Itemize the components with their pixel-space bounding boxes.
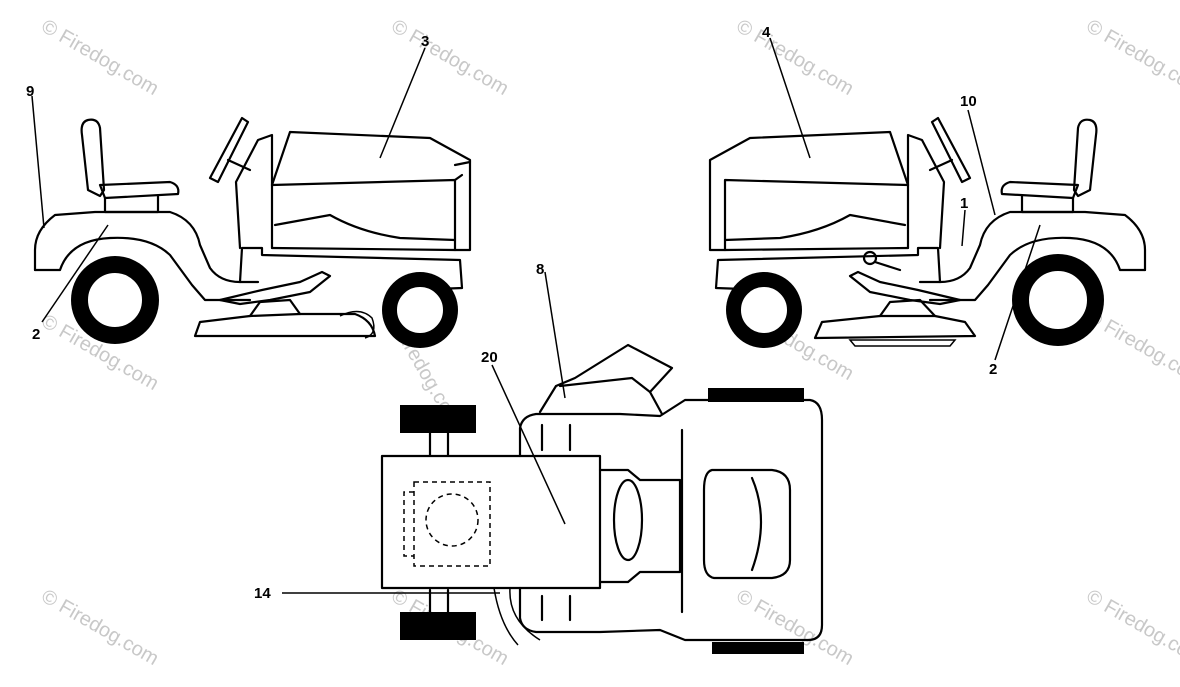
rear-fender [33, 210, 260, 284]
frame [714, 246, 942, 292]
lever [873, 260, 902, 272]
leader-2-right [994, 224, 1041, 361]
discharge-chute [538, 343, 674, 416]
deck-skirt [848, 339, 957, 347]
watermark: © Firedog.com [1083, 15, 1180, 100]
mower-deck [813, 314, 977, 340]
body-front [518, 398, 824, 642]
hood-side [270, 178, 457, 252]
leader-10 [967, 109, 996, 216]
deck-chute [339, 310, 375, 339]
leader-4 [769, 37, 811, 159]
callout-3: 3 [421, 33, 429, 50]
watermark: © Firedog.com [38, 585, 163, 670]
seat-back [1072, 118, 1098, 198]
callout-4: 4 [762, 24, 771, 41]
watermark: © Firedog.com [733, 15, 858, 100]
top-view [380, 343, 824, 654]
deck-top [248, 298, 302, 318]
cable [493, 587, 541, 646]
callout-2-right: 2 [989, 361, 997, 378]
callout-10: 10 [960, 93, 977, 110]
engine-outline [413, 481, 491, 567]
callout-14: 14 [254, 585, 271, 602]
seat-back [80, 118, 106, 198]
steering-shaft [928, 158, 954, 172]
footrest [218, 270, 332, 306]
seat-top [702, 468, 792, 580]
hood-top [708, 130, 910, 252]
steering-shaft [226, 158, 252, 172]
rear-right-tire [712, 642, 804, 654]
body-marks [540, 423, 572, 622]
callout-8: 8 [536, 261, 544, 278]
hood-grille [453, 160, 472, 182]
leader-3 [379, 47, 426, 159]
front-wheel-hub [739, 285, 789, 335]
rear-left-tire [708, 388, 804, 402]
right-side-view [708, 116, 1147, 348]
steering-wheel-top [612, 478, 644, 562]
watermarks: © Firedog.com © Firedog.com © Firedog.co… [38, 15, 1180, 670]
mower-deck [193, 312, 377, 338]
hood-top [270, 130, 472, 252]
callout-2-left: 2 [32, 326, 40, 343]
leader-1 [961, 209, 966, 247]
frame [238, 246, 464, 292]
front-wheel-hub [395, 285, 445, 335]
engine-outline-left [403, 491, 414, 557]
leader-20 [491, 364, 566, 525]
watermark: © Firedog.com [38, 15, 163, 100]
watermark: © Firedog.com [388, 15, 513, 100]
neck [598, 468, 682, 584]
deck-top [878, 298, 937, 318]
left-side-view [33, 116, 472, 348]
chute-inner [558, 376, 652, 394]
watermark: © Firedog.com [733, 585, 858, 670]
seat-back-top [750, 476, 763, 572]
callout-20: 20 [481, 349, 498, 366]
front-axle-stub [428, 431, 450, 614]
seat-cushion [1000, 180, 1080, 200]
steering-wheel [208, 116, 250, 184]
fender-lower [33, 236, 252, 302]
rear-fender [918, 210, 1147, 284]
callout-labels: 3 4 9 10 1 2 2 8 20 14 [26, 24, 997, 602]
leader-9 [31, 95, 45, 229]
footrest [848, 270, 962, 306]
lever-knob [862, 250, 878, 266]
seat-cushion [98, 180, 180, 200]
watermark: © Firedog.com [1083, 585, 1180, 670]
hood-side [723, 178, 910, 252]
fender-lower [928, 236, 1147, 302]
dash [906, 133, 946, 250]
rear-wheel-hub [1027, 269, 1089, 331]
hood-panel [273, 213, 457, 242]
callout-1: 1 [960, 195, 968, 212]
front-right-tire [400, 612, 476, 640]
hood-panel [723, 213, 907, 242]
leader-8 [544, 271, 566, 399]
hood [380, 454, 602, 590]
dash [234, 133, 274, 250]
callout-9: 9 [26, 83, 34, 100]
rear-wheel-hub [86, 271, 144, 329]
front-left-tire [400, 405, 476, 433]
engine-pulley [425, 493, 479, 547]
leader-2-left [41, 224, 109, 323]
leader-lines [31, 37, 1041, 594]
steering-wheel [930, 116, 972, 184]
